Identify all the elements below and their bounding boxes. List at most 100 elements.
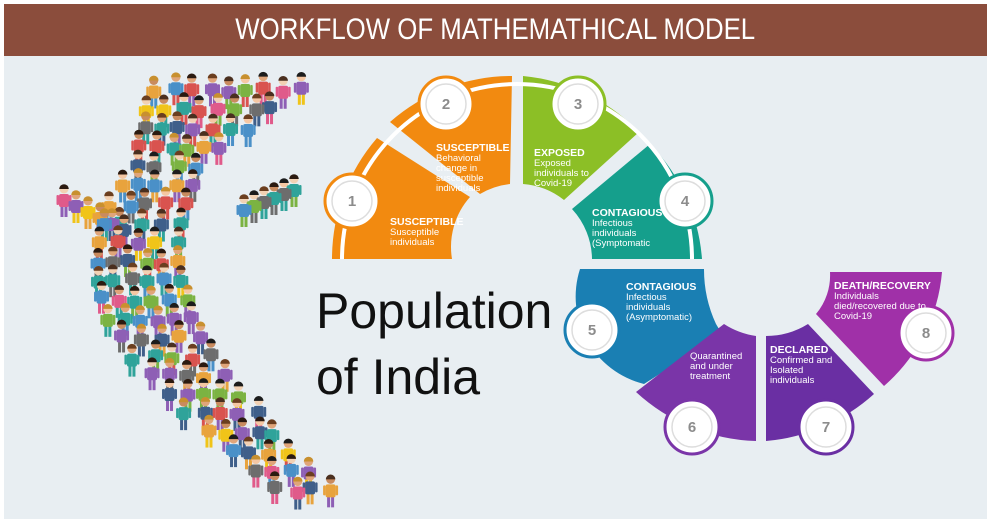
person-arm (158, 162, 162, 173)
person-hair (292, 476, 303, 482)
person-body (178, 101, 189, 115)
person-hair (204, 414, 214, 420)
person-arm (158, 197, 161, 208)
person-leg (177, 133, 181, 145)
person-arm (136, 354, 140, 365)
person-arm (247, 428, 250, 439)
person-leg (274, 204, 278, 215)
step-1-badge: 1 (323, 172, 381, 230)
person-arm (130, 313, 133, 324)
person-body (240, 83, 251, 97)
person-leg (294, 196, 298, 207)
person-figure (147, 169, 163, 203)
person-arm (130, 178, 134, 189)
person-leg (231, 135, 235, 147)
person-leg (148, 379, 152, 391)
person-leg (154, 173, 158, 185)
person-body (208, 123, 219, 137)
person-arm (162, 368, 165, 379)
person-body (205, 348, 216, 362)
person-figure (246, 190, 262, 223)
person-body (254, 426, 265, 440)
person-arm (261, 104, 265, 115)
person-hair (190, 152, 201, 158)
person-leg (275, 493, 279, 504)
person-arm (166, 313, 170, 324)
person-arm (215, 349, 219, 360)
person-body (194, 105, 205, 119)
person-arm (133, 334, 137, 345)
person-body (215, 407, 226, 421)
person-leg (113, 286, 117, 298)
step-8-number: 8 (922, 325, 930, 342)
person-arm (289, 189, 292, 199)
person-arm (130, 160, 133, 171)
person-leg (264, 208, 268, 219)
person-hair (264, 91, 275, 97)
person-leg (155, 248, 159, 260)
person-body (266, 429, 277, 443)
person-leg (263, 93, 267, 105)
person-leg (280, 200, 284, 211)
person-hair (283, 438, 294, 444)
person-arm (159, 237, 163, 248)
person-body (141, 275, 152, 289)
person-body (175, 274, 186, 288)
person-figure (144, 357, 160, 391)
person-arm (235, 124, 239, 135)
person-arm (323, 485, 326, 496)
step-4-title: CONTAGIOUS (592, 207, 663, 219)
person-arm (224, 389, 228, 400)
person-figure (169, 111, 185, 145)
step-1-text: SUSCEPTIBLE Susceptible individuals (390, 216, 470, 248)
person-hair (188, 169, 198, 174)
person-leg (161, 230, 165, 242)
segment-6-shape (636, 324, 756, 441)
person-leg (260, 208, 264, 219)
person-arm (153, 259, 157, 270)
person-arm (124, 354, 127, 365)
person-hair (172, 169, 182, 175)
person-arm (269, 197, 272, 207)
person-arm (208, 373, 212, 384)
step-4-badge-inner (664, 180, 706, 222)
person-leg (181, 229, 185, 241)
person-hair (156, 208, 167, 214)
person-arm (241, 408, 245, 419)
person-body (164, 293, 175, 307)
person-body (149, 179, 160, 193)
step-3-text: EXPOSED Exposed individuals to Covid-19 (534, 147, 596, 189)
person-leg (151, 248, 155, 260)
person-arm (263, 406, 267, 417)
person-arm (191, 106, 195, 117)
person-figure (143, 285, 159, 319)
person-leg (134, 189, 138, 201)
person-leg (177, 286, 181, 298)
person-arm (209, 141, 212, 152)
person-arm (146, 219, 150, 230)
person-body (286, 463, 297, 477)
person-figure (184, 73, 200, 107)
person-body (160, 196, 171, 210)
person-leg (142, 133, 146, 145)
step-7-title: DECLARED (770, 344, 829, 356)
person-hair (169, 302, 179, 308)
person-arm (170, 255, 173, 266)
person-hair (107, 208, 117, 213)
person-leg (248, 136, 252, 148)
person-arm (111, 295, 115, 306)
person-arm (253, 125, 256, 136)
person-body (171, 179, 182, 193)
person-leg (180, 113, 184, 125)
person-figure (130, 228, 146, 261)
person-leg (284, 200, 288, 211)
person-leg (265, 460, 269, 472)
person-arm (117, 275, 121, 286)
person-leg (172, 94, 176, 106)
person-leg (216, 400, 220, 412)
person-hair (181, 359, 192, 365)
person-hair (137, 208, 147, 214)
person-arm (161, 141, 165, 152)
person-arm (145, 315, 148, 326)
step-5-desc: Infectious individuals (Asymptomatic) (626, 292, 692, 323)
